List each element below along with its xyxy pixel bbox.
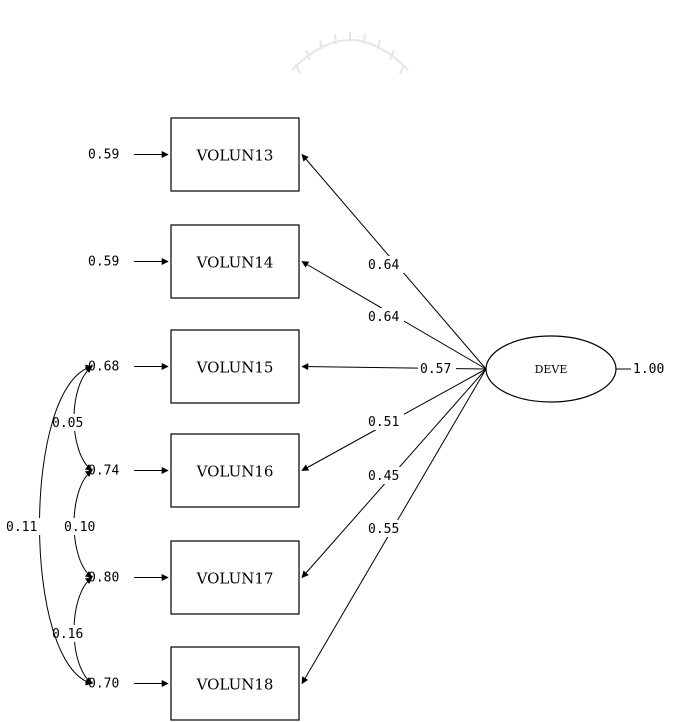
loading-value-3: 0.57: [420, 362, 451, 377]
observed-volun17: 0.80 VOLUN17 0.45: [88, 368, 487, 615]
latent-label: DEVE: [535, 363, 568, 376]
covariance-label-bg-4: [4, 518, 42, 535]
latent-deve: DEVE 1.00: [485, 335, 664, 403]
covariance-label-bg-3: [50, 625, 88, 642]
loading-value-5: 0.45: [368, 469, 399, 484]
variable-box-5: [170, 540, 300, 615]
watermark-seal: [291, 32, 409, 75]
covariance-value-3: 0.16: [52, 627, 83, 642]
loading-label-bg-6: [366, 520, 404, 537]
loading-value-6: 0.55: [368, 522, 399, 537]
loading-label-bg-2: [366, 308, 404, 325]
variable-box-4: [170, 433, 300, 508]
error-variance-5: 0.80: [88, 571, 119, 586]
loading-label-bg-4: [366, 413, 404, 430]
covariance-label-bg-1: [50, 414, 88, 431]
variable-label-5: VOLUN17: [196, 570, 274, 588]
variable-label-1: VOLUN13: [196, 147, 274, 165]
variable-label-2: VOLUN14: [196, 254, 274, 272]
latent-variance: 1.00: [633, 362, 664, 377]
variable-box-3: [170, 329, 300, 404]
variable-label-3: VOLUN15: [196, 359, 274, 377]
error-variance-6: 0.70: [88, 677, 119, 692]
loading-label-bg-3: [418, 360, 456, 377]
loading-arrow-3: [301, 363, 487, 371]
loading-value-4: 0.51: [368, 415, 399, 430]
observed-volun18: 0.70 VOLUN18 0.55: [88, 368, 487, 721]
variable-box-6: [170, 646, 300, 721]
variable-box-2: [170, 224, 300, 299]
observed-volun13: 0.59 VOLUN13 0.64: [88, 117, 487, 370]
variable-label-6: VOLUN18: [196, 676, 274, 694]
error-variance-3: 0.68: [88, 360, 119, 375]
loading-value-2: 0.64: [368, 310, 399, 325]
observed-volun15: 0.68 VOLUN15 0.57: [88, 329, 487, 404]
covariance-value-4: 0.11: [6, 520, 37, 535]
covariance-value-2: 0.10: [64, 520, 95, 535]
loading-label-bg-1: [366, 256, 404, 273]
covariance-value-1: 0.05: [52, 416, 83, 431]
error-variance-4: 0.74: [88, 464, 119, 479]
loading-label-bg-5: [366, 467, 404, 484]
error-covariances: 0.05 0.10 0.16 0.11: [4, 364, 100, 686]
variable-label-4: VOLUN16: [196, 463, 274, 481]
variable-box-1: [170, 117, 300, 192]
error-variance-2: 0.59: [88, 255, 119, 270]
observed-volun14: 0.59 VOLUN14 0.64: [88, 224, 487, 370]
error-variance-1: 0.59: [88, 148, 119, 163]
observed-volun16: 0.74 VOLUN16 0.51: [88, 368, 487, 508]
loading-value-1: 0.64: [368, 258, 399, 273]
